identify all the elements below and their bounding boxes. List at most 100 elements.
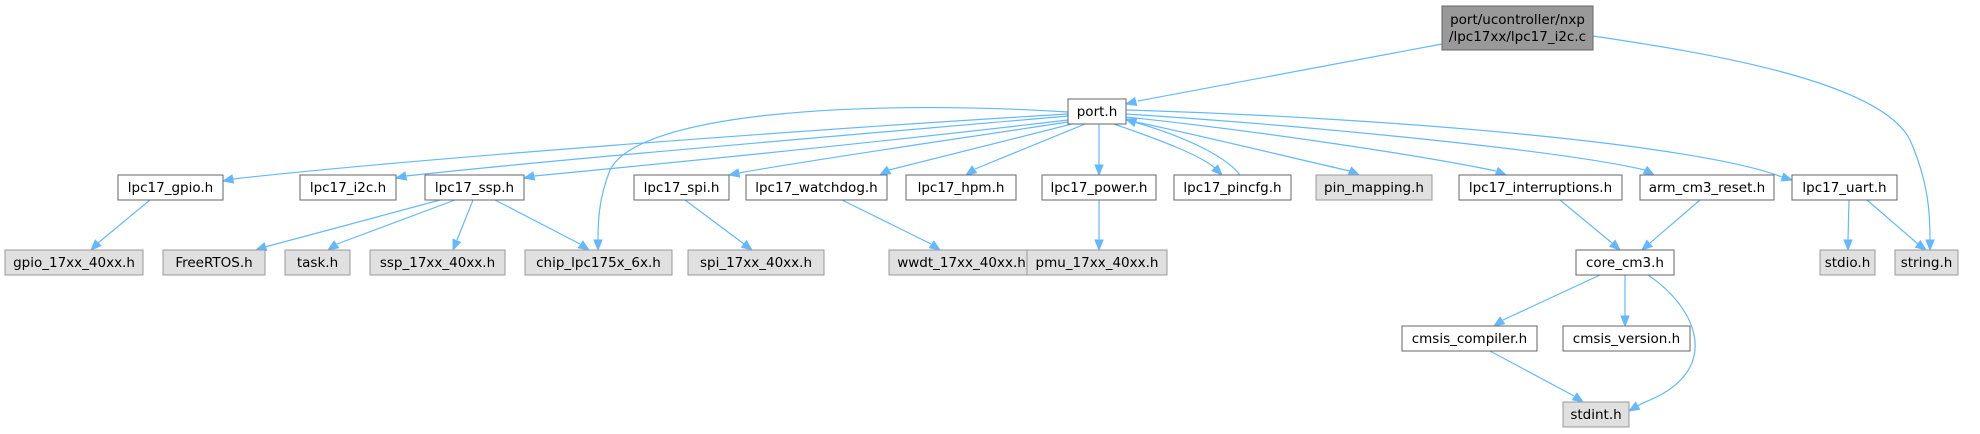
edge-arrowhead [221,174,235,184]
edge-lpc17_ssp_h-to-chip_lpc175x_6x_h [494,199,591,251]
node-lpc17-pincfg-h[interactable]: lpc17_pincfg.h [1173,174,1292,201]
edge-arrowhead [928,240,942,251]
node-label: arm_cm3_reset.h [1649,180,1765,196]
node-label: stdint.h [1570,407,1621,423]
node-box[interactable] [1819,249,1876,276]
edge-port_h-to-pin_mapping_h [1125,119,1361,176]
edge-line [888,123,1073,171]
node-box[interactable] [1067,98,1127,125]
node-box[interactable] [1575,249,1675,276]
node-box[interactable] [299,174,397,201]
node-box[interactable] [1562,325,1691,352]
node-box[interactable] [1315,174,1433,201]
node-box[interactable] [1791,174,1898,201]
edge-lpc17_spi_h-to-spi_17xx_40xx_h [684,199,754,251]
node-ssp-17xx-40xx-h[interactable]: ssp_17xx_40xx.h [369,249,506,276]
edge-port_h-to-lpc17_pincfg_h [1113,123,1223,176]
node-pin-mapping-h[interactable]: pin_mapping.h [1315,174,1433,201]
node-wwdt-17xx-40xx-h[interactable]: wwdt_17xx_40xx.h [888,249,1035,276]
node-arm-cm3-reset-h[interactable]: arm_cm3_reset.h [1639,174,1775,201]
edge-arrowhead [1494,166,1508,176]
node-spi-17xx-40xx-h[interactable]: spi_17xx_40xx.h [687,249,825,276]
node-cmsis-compiler-h[interactable]: cmsis_compiler.h [1401,325,1538,352]
node-label: chip_lpc175x_6x.h [536,255,661,271]
edge-port_h-to-lpc17_gpio_h [221,113,1069,184]
node-lpc17-spi-h[interactable]: lpc17_spi.h [633,174,730,201]
node-gpio-17xx-40xx-h[interactable]: gpio_17xx_40xx.h [4,249,144,276]
node-label: core_cm3.h [1586,255,1664,271]
edge-port_h-to-arm_cm3_reset_h [1125,113,1656,176]
node-task-h[interactable]: task.h [284,249,351,276]
node-box[interactable] [888,249,1035,276]
edge-core_cm3_h-to-cmsis_compiler_h [1492,274,1601,327]
edge-arrowhead [593,239,603,252]
node-box[interactable] [1562,401,1630,428]
node-port-h[interactable]: port.h [1067,98,1127,125]
node-lpc17-i2c-c[interactable]: port/ucontroller/nxp/lpc17xx/lpc17_i2c.c [1441,5,1594,51]
node-label: lpc17_ssp.h [435,180,514,196]
node-box[interactable] [284,249,351,276]
node-box[interactable] [633,174,730,201]
node-label: pmu_17xx_40xx.h [1036,255,1159,271]
node-box[interactable] [424,174,525,201]
node-lpc17-interruptions-h[interactable]: lpc17_interruptions.h [1458,174,1623,201]
edge-line [1649,199,1701,244]
edge-arrowhead [522,171,536,181]
edge-arrowhead [878,165,892,176]
node-box[interactable] [1041,174,1157,201]
edge-line [1489,350,1575,397]
node-chip-lpc175x-6x-h[interactable]: chip_lpc175x_6x.h [524,249,673,276]
edge-lpc17_pincfg_h-to-port_h [1124,118,1241,176]
node-box[interactable] [1401,325,1538,352]
node-stdio-h[interactable]: stdio.h [1819,249,1876,276]
node-box[interactable] [369,249,506,276]
node-lpc17-uart-h[interactable]: lpc17_uart.h [1791,174,1898,201]
node-box[interactable] [1026,249,1168,276]
node-pmu-17xx-40xx-h[interactable]: pmu_17xx_40xx.h [1026,249,1168,276]
node-cmsis-version-h[interactable]: cmsis_version.h [1562,325,1691,352]
edge-line [1125,116,1497,172]
edge-lpc17_gpio_h-to-gpio_17xx_40xx_h [90,199,151,251]
node-box[interactable] [687,249,825,276]
edge-line [264,199,441,248]
edge-port_h-to-lpc17_interruptions_h [1125,116,1508,176]
edge-port_h-to-chip_lpc175x_6x_h [593,106,1069,252]
node-box[interactable] [4,249,144,276]
node-box[interactable] [162,249,266,276]
node-box[interactable] [905,174,1017,201]
node-freertos-h[interactable]: FreeRTOS.h [162,249,266,276]
node-stdint-h[interactable]: stdint.h [1562,401,1630,428]
edge-arrowhead [1571,392,1585,403]
node-box[interactable] [1173,174,1292,201]
node-label: stdio.h [1825,255,1871,271]
node-box[interactable] [745,174,888,201]
node-lpc17-watchdog-h[interactable]: lpc17_watchdog.h [745,174,888,201]
edge-arrowhead [964,165,978,176]
node-box[interactable] [117,174,224,201]
edge-lpc17_ssp_h-to-ssp_17xx_40xx_h [452,199,474,252]
node-label: lpc17_spi.h [644,180,720,196]
node-lpc17-gpio-h[interactable]: lpc17_gpio.h [117,174,224,201]
node-lpc17-hpm-h[interactable]: lpc17_hpm.h [905,174,1017,201]
edge-port_h-to-lpc17_power_h [1094,124,1104,177]
edge-cmsis_compiler_h-to-stdint_h [1489,350,1585,403]
node-lpc17-ssp-h[interactable]: lpc17_ssp.h [424,174,525,201]
edge-line [1125,109,1783,178]
edge-arrowhead [1347,166,1361,176]
node-box[interactable] [1894,249,1959,276]
edge-line [494,199,581,245]
node-box[interactable] [524,249,673,276]
node-label: spi_17xx_40xx.h [700,255,812,271]
edge-arm_cm3_reset_h-to-core_cm3_h [1640,199,1701,251]
edge-line [1125,119,1351,172]
node-core-cm3-h[interactable]: core_cm3.h [1575,249,1675,276]
node-box[interactable] [1441,5,1594,51]
node-string-h[interactable]: string.h [1894,249,1959,276]
edge-arrowhead [1642,165,1656,176]
edge-arrowhead [1925,239,1935,252]
node-box[interactable] [1639,174,1775,201]
node-box[interactable] [1458,174,1623,201]
edge-line [232,113,1069,180]
node-lpc17-power-h[interactable]: lpc17_power.h [1041,174,1157,201]
node-lpc17-i2c-h[interactable]: lpc17_i2c.h [299,174,397,201]
